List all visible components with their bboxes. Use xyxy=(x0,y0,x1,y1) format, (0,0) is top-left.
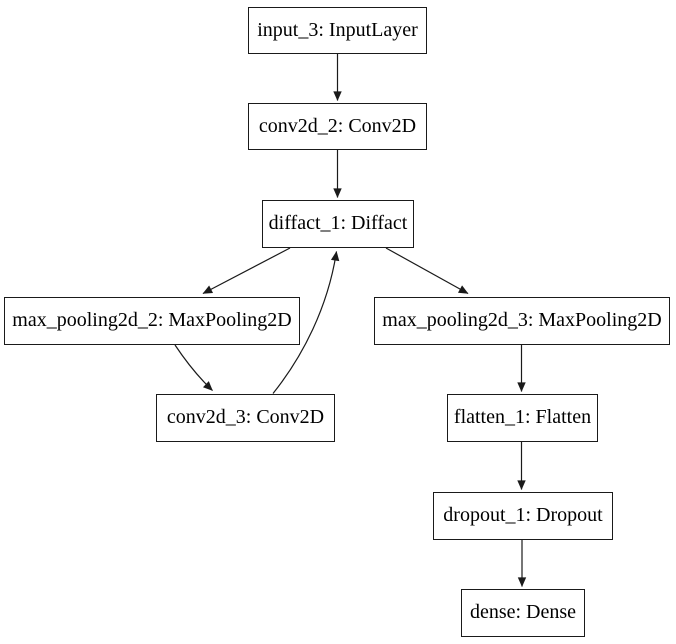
node-label-dense: dense: Dense xyxy=(469,601,577,623)
node-label-flatten_1: flatten_1: Flatten xyxy=(453,406,592,428)
node-max_pooling2d_2: max_pooling2d_2: MaxPooling2D xyxy=(4,297,300,345)
node-max_pooling2d_3: max_pooling2d_3: MaxPooling2D xyxy=(374,297,670,345)
node-label-max_pooling2d_3: max_pooling2d_3: MaxPooling2D xyxy=(382,309,662,331)
edge-max_pooling2d_2-conv2d_3 xyxy=(174,344,213,391)
node-input_3: input_3: InputLayer xyxy=(248,7,427,54)
edge-conv2d_3-diffact_1 xyxy=(272,251,340,394)
node-label-conv2d_2: conv2d_2: Conv2D xyxy=(258,114,417,137)
edge-diffact_1-max_pooling2d_2 xyxy=(202,247,291,295)
node-dense: dense: Dense xyxy=(461,589,585,637)
node-conv2d_3: conv2d_3: Conv2D xyxy=(156,394,335,442)
node-label-diffact_1: diffact_1: Diffact xyxy=(268,212,408,234)
node-label-dropout_1: dropout_1: Dropout xyxy=(443,504,603,526)
node-label-conv2d_3: conv2d_3: Conv2D xyxy=(166,406,325,428)
node-flatten_1: flatten_1: Flatten xyxy=(447,394,598,442)
node-dropout_1: dropout_1: Dropout xyxy=(433,492,613,540)
node-conv2d_2: conv2d_2: Conv2D xyxy=(248,103,427,150)
node-label-input_3: input_3: InputLayer xyxy=(257,18,418,41)
edge-diffact_1-max_pooling2d_3 xyxy=(385,247,469,295)
node-diffact_1: diffact_1: Diffact xyxy=(262,200,414,248)
node-label-max_pooling2d_2: max_pooling2d_2: MaxPooling2D xyxy=(12,309,292,331)
